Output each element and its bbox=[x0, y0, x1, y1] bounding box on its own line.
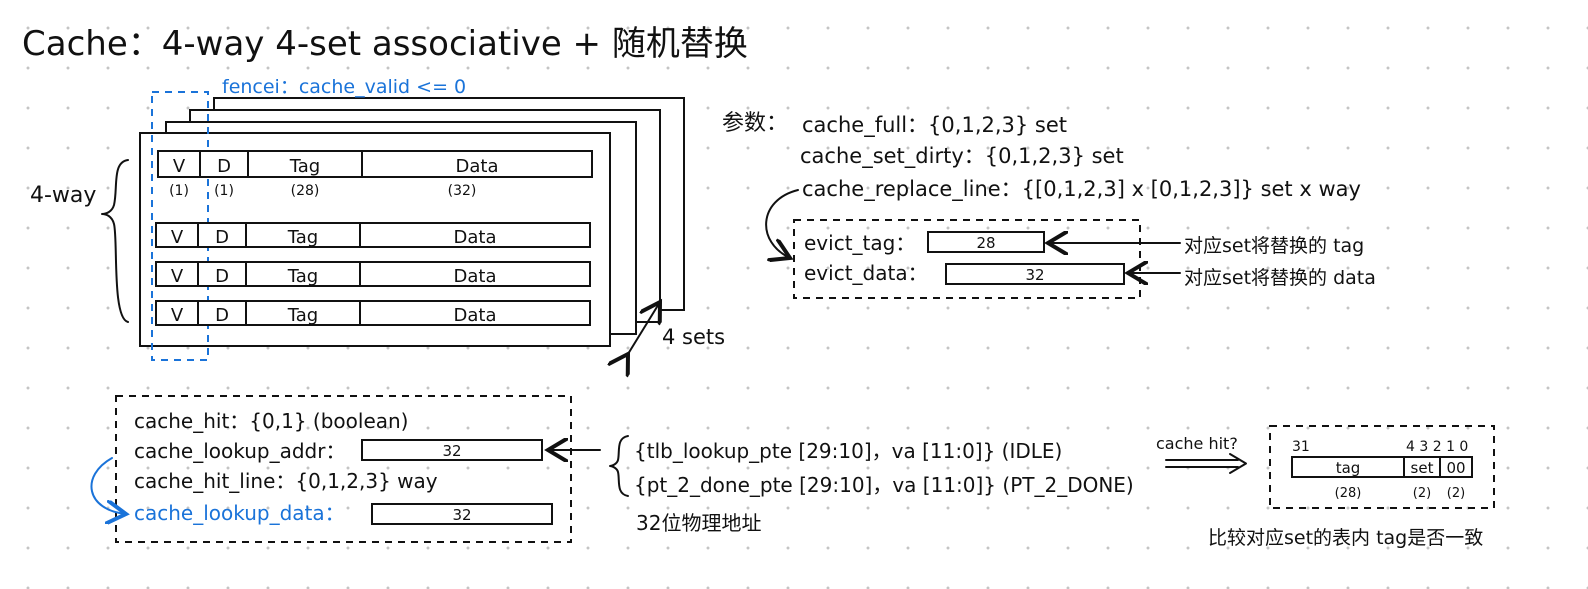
bits-d: (1) bbox=[214, 183, 234, 199]
svg-text:Data: Data bbox=[454, 305, 497, 326]
svg-text:V: V bbox=[171, 227, 184, 248]
addr-bits-set: (2) bbox=[1413, 486, 1431, 501]
svg-text:Tag: Tag bbox=[287, 266, 318, 287]
lookup-data-value: 32 bbox=[452, 506, 471, 524]
hit-to-data-arrow bbox=[90, 457, 126, 514]
field-data: Data bbox=[456, 156, 499, 177]
evict-box bbox=[793, 219, 1141, 299]
address-box bbox=[1269, 425, 1495, 509]
cache-hit: cache_hit：{0,1} (boolean) bbox=[134, 409, 408, 433]
fencei-column bbox=[151, 91, 209, 361]
addr-field-set: set bbox=[1411, 459, 1434, 477]
evict-data-field bbox=[945, 263, 1125, 285]
hit-arrow-head bbox=[1229, 453, 1247, 474]
svg-text:D: D bbox=[215, 305, 229, 326]
svg-text:Tag: Tag bbox=[287, 305, 318, 326]
sets-arrow bbox=[628, 302, 660, 354]
bits-data: (32) bbox=[448, 183, 477, 199]
title: Cache：4-way 4-set associative + 随机替换 bbox=[22, 24, 748, 64]
src-1: {tlb_lookup_pte [29:10]，va [11:0]} (IDLE… bbox=[634, 439, 1062, 463]
src-brace bbox=[609, 435, 629, 497]
lookup-addr-field bbox=[361, 439, 543, 461]
svg-text:Tag: Tag bbox=[287, 227, 318, 248]
svg-text:Data: Data bbox=[454, 227, 497, 248]
cache-hit-question: cache hit? bbox=[1156, 434, 1238, 453]
lookup-addr-value: 32 bbox=[442, 442, 461, 460]
svg-text:V: V bbox=[171, 266, 184, 287]
svg-text:D: D bbox=[215, 227, 229, 248]
svg-text:V: V bbox=[171, 305, 184, 326]
evict-data-value: 32 bbox=[1025, 266, 1044, 284]
evict-tag-value: 28 bbox=[976, 234, 995, 252]
svg-text:D: D bbox=[215, 266, 229, 287]
param-cache-replace-line: cache_replace_line：{[0,1,2,3] x [0,1,2,3… bbox=[802, 177, 1361, 202]
evict-tag-note: 对应set将替换的 tag bbox=[1184, 235, 1364, 257]
field-d: D bbox=[217, 156, 231, 177]
cache-line-row: V D Tag Data bbox=[155, 222, 591, 248]
addr-field-00: 00 bbox=[1446, 459, 1465, 477]
evict-tag-label: evict_tag： bbox=[804, 231, 915, 255]
evict-data-label: evict_data： bbox=[804, 261, 928, 285]
evict-tag-field bbox=[927, 231, 1045, 253]
way-brace bbox=[101, 159, 129, 323]
svg-text:Data: Data bbox=[454, 266, 497, 287]
way-label: 4-way bbox=[30, 183, 96, 208]
cache-line-header: V D Tag Data (1) (1) (28) (32) bbox=[157, 150, 593, 199]
addr-field-tag: tag bbox=[1336, 459, 1361, 477]
addr-bits-tag: (28) bbox=[1335, 486, 1362, 501]
evict-data-note: 对应set将替换的 data bbox=[1184, 267, 1376, 289]
replace-arrow bbox=[765, 189, 799, 258]
bits-tag: (28) bbox=[291, 183, 320, 199]
address-caption: 比较对应set的表内 tag是否一致 bbox=[1208, 527, 1483, 549]
hit-line: cache_hit_line：{0,1,2,3} way bbox=[134, 469, 438, 493]
bits-v: (1) bbox=[169, 183, 189, 199]
field-v: V bbox=[173, 156, 186, 177]
address-field-row bbox=[1291, 456, 1473, 478]
cache-line-row: V D Tag Data bbox=[155, 261, 591, 287]
addr-bits-00: (2) bbox=[1447, 486, 1465, 501]
param-cache-full: cache_full：{0,1,2,3} set bbox=[802, 113, 1067, 138]
field-tag: Tag bbox=[289, 156, 320, 177]
src-2: {pt_2_done_pte [29:10]，va [11:0]} (PT_2_… bbox=[634, 473, 1134, 497]
cache-line-row: V D Tag Data bbox=[155, 300, 591, 326]
src-note: 32位物理地址 bbox=[636, 511, 761, 535]
lookup-box bbox=[115, 395, 572, 543]
fencei-note: fencei：cache_valid <= 0 bbox=[222, 76, 466, 98]
lookup-data-label: cache_lookup_data： bbox=[134, 501, 345, 525]
bit-31: 31 bbox=[1292, 439, 1310, 455]
lookup-addr-label: cache_lookup_addr： bbox=[134, 439, 345, 463]
param-cache-set-dirty: cache_set_dirty：{0,1,2,3} set bbox=[800, 144, 1124, 169]
bits-low: 4 3 2 1 0 bbox=[1406, 439, 1468, 455]
sets-label: 4 sets bbox=[662, 325, 725, 349]
params-label: 参数： bbox=[722, 111, 788, 136]
lookup-data-field bbox=[371, 503, 553, 525]
